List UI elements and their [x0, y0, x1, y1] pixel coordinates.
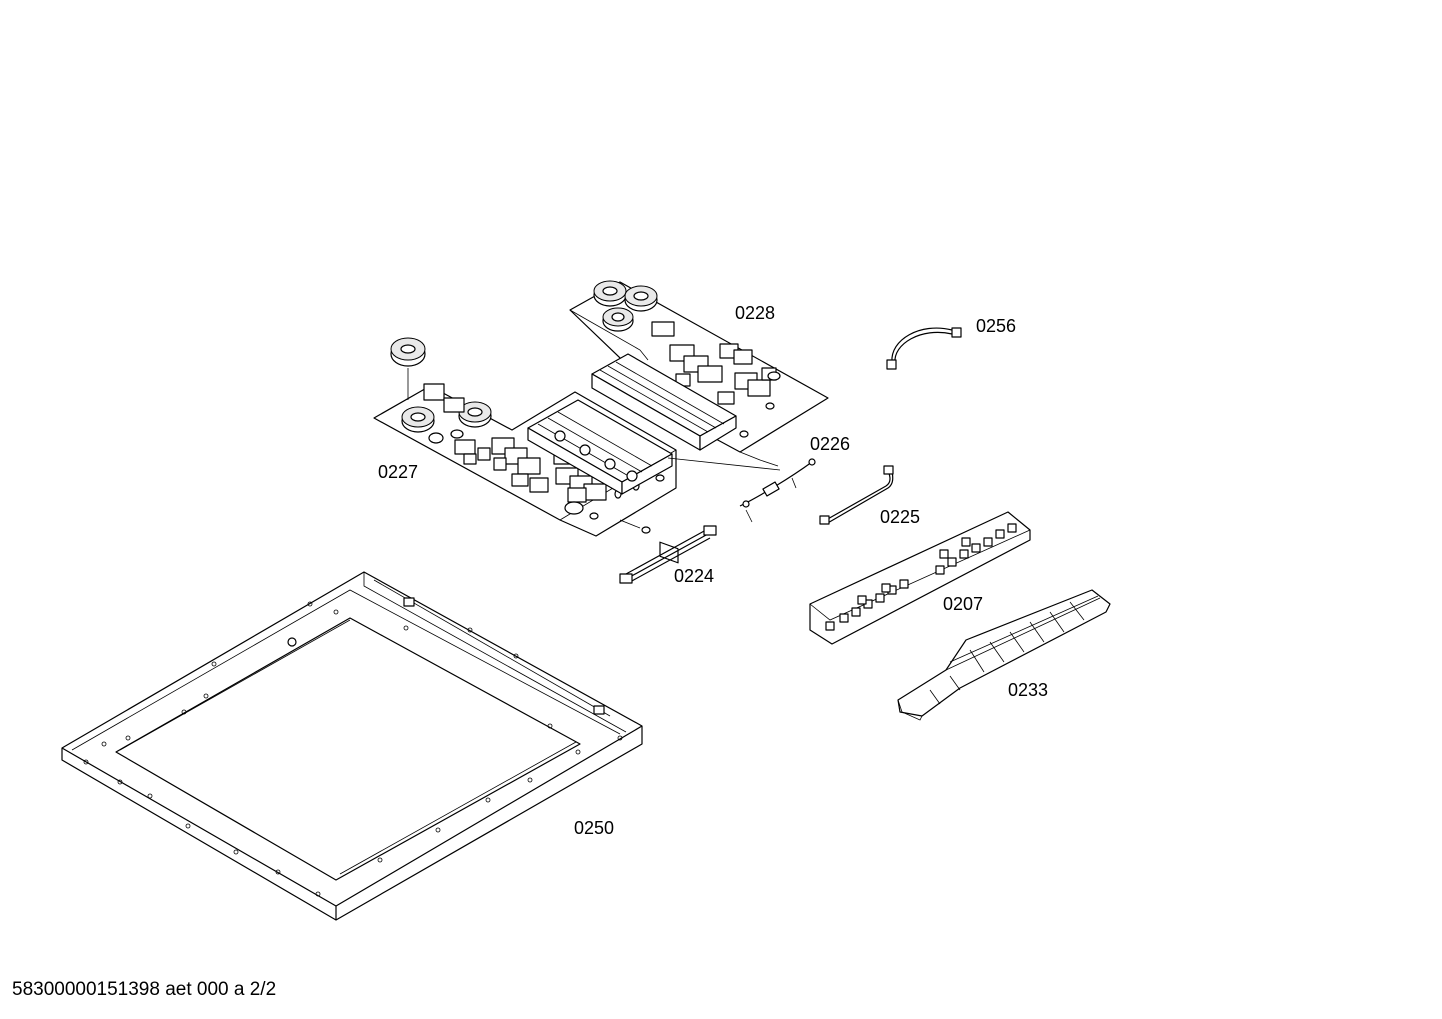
- label-0227: 0227: [378, 462, 418, 482]
- part-0207-control-board[interactable]: [809, 511, 1031, 645]
- heatsink: [591, 353, 737, 451]
- label-0226: 0226: [810, 434, 850, 454]
- part-0250-base-frame[interactable]: [61, 571, 643, 921]
- document-footer-id: 58300000151398 aet 000 a 2/2: [12, 979, 277, 1000]
- part-0225-cable[interactable]: [819, 465, 894, 525]
- part-0227-power-board[interactable]: [373, 337, 677, 537]
- toroid-coil-icon: [593, 280, 658, 332]
- label-0228: 0228: [735, 303, 775, 323]
- frame-holes: [83, 601, 623, 897]
- heatsink: [527, 399, 673, 495]
- component-blocks: [423, 383, 665, 520]
- label-0250: 0250: [574, 818, 614, 838]
- part-0228-power-board[interactable]: [569, 280, 829, 564]
- part-0256-cable[interactable]: [886, 327, 962, 370]
- component-blocks: [651, 321, 781, 564]
- label-0225: 0225: [880, 507, 920, 527]
- part-0226-harness[interactable]: [667, 457, 816, 523]
- label-0224: 0224: [674, 566, 714, 586]
- label-0256: 0256: [976, 316, 1016, 336]
- part-0224-cable[interactable]: [619, 525, 717, 584]
- part-0233-frame-strip[interactable]: [897, 589, 1111, 721]
- toroid-coil-icon: [390, 337, 492, 433]
- button-caps: [825, 523, 1017, 631]
- label-0207: 0207: [943, 594, 983, 614]
- label-0233: 0233: [1008, 680, 1048, 700]
